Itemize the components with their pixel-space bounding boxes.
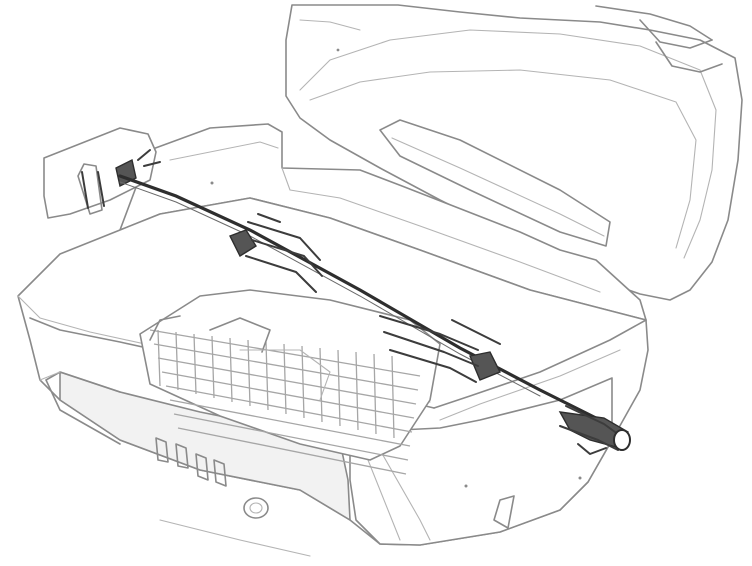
- grate-bar: [319, 347, 323, 423]
- grill-lid: [285, 4, 743, 301]
- grate-bar: [247, 339, 251, 407]
- grate-rail: [149, 329, 421, 377]
- grate-bar: [283, 343, 287, 415]
- rotisserie-fork-right: [379, 315, 501, 383]
- grate-rail: [177, 427, 407, 475]
- grate-bar: [391, 355, 395, 439]
- control-panel: [155, 437, 311, 557]
- grate-rail: [169, 399, 411, 447]
- grate-rail: [173, 413, 409, 461]
- grate-rail: [161, 371, 415, 419]
- grate-bar: [229, 337, 233, 403]
- grate-bar: [301, 345, 305, 419]
- grate-bar: [373, 353, 377, 435]
- rotisserie-fork-left: [229, 213, 323, 293]
- control-knob: [155, 437, 189, 469]
- control-knob: [195, 453, 227, 487]
- cooking-grate: [139, 289, 441, 475]
- grate-bar: [211, 335, 215, 399]
- control-knob: [243, 497, 269, 519]
- rotisserie-forks: [229, 213, 501, 383]
- grate-rail: [153, 343, 419, 391]
- grate-rail: [157, 357, 417, 405]
- grate-rail: [165, 385, 413, 433]
- grate-bar: [265, 341, 269, 411]
